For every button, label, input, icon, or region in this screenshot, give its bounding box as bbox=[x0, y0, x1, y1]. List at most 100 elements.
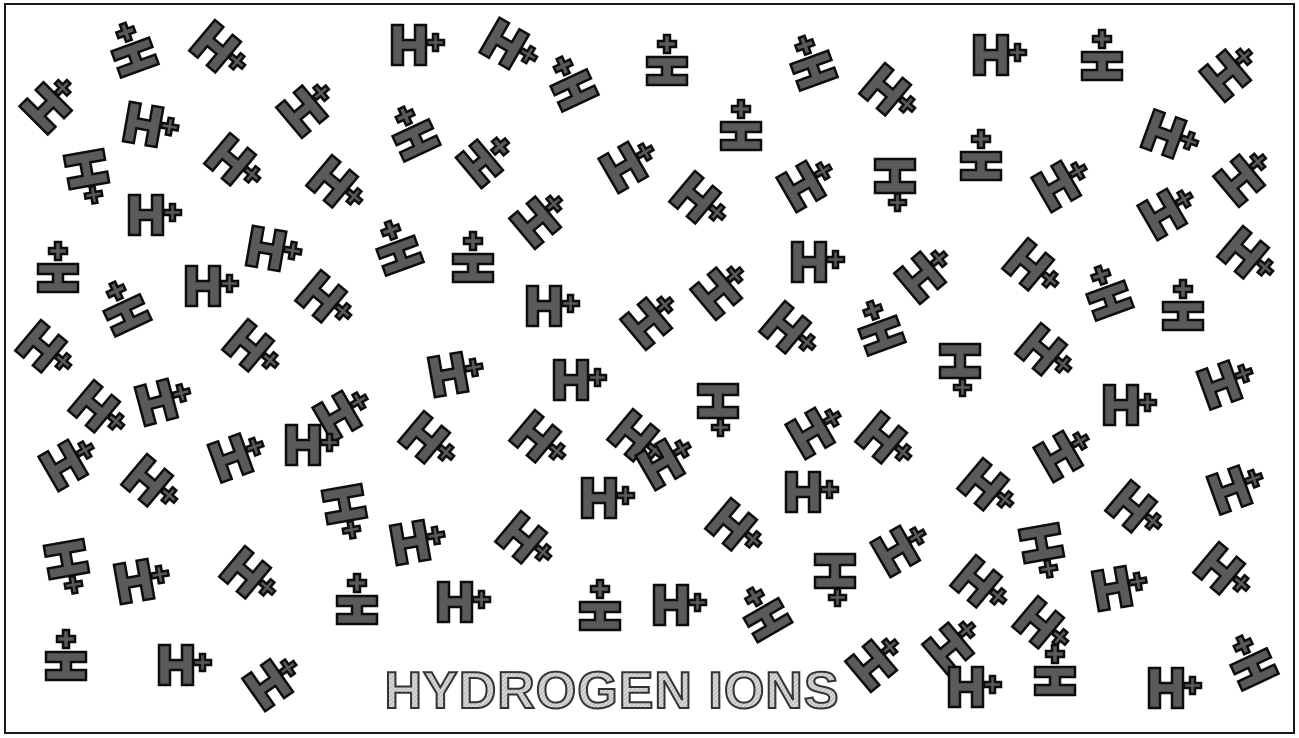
hydrogen-ion bbox=[525, 284, 581, 328]
hydrogen-ion bbox=[367, 213, 425, 277]
hydrogen-ion bbox=[731, 577, 794, 644]
hydrogen-ion bbox=[920, 609, 990, 677]
ion-label: H+ bbox=[1289, 729, 1291, 731]
hydrogen-ion bbox=[938, 342, 982, 398]
hydrogen-ion bbox=[1161, 278, 1205, 332]
hydrogen-ion bbox=[955, 456, 1025, 524]
hydrogen-ion bbox=[293, 268, 363, 336]
hydrogen-ion bbox=[1000, 236, 1070, 304]
hydrogen-ion bbox=[121, 100, 183, 152]
poster-frame bbox=[4, 3, 1295, 734]
hydrogen-ion bbox=[217, 544, 287, 612]
hydrogen-ion bbox=[1195, 353, 1261, 411]
hydrogen-ion bbox=[775, 150, 843, 214]
hydrogen-ion bbox=[187, 18, 257, 86]
hydrogen-ion bbox=[1139, 108, 1205, 166]
hydrogen-ion bbox=[1030, 150, 1098, 214]
hydrogen-ion bbox=[206, 426, 272, 484]
hydrogen-ion bbox=[133, 372, 197, 428]
hydrogen-ion bbox=[274, 72, 344, 140]
hydrogen-ion bbox=[843, 626, 913, 694]
hydrogen-ion bbox=[478, 16, 546, 80]
hydrogen-ion bbox=[972, 33, 1028, 77]
hydrogen-ion bbox=[849, 293, 907, 357]
hydrogen-ion bbox=[784, 397, 852, 461]
hydrogen-ion bbox=[873, 157, 917, 213]
hydrogen-ion bbox=[959, 128, 1003, 182]
hydrogen-ion bbox=[688, 254, 758, 322]
hydrogen-ion bbox=[892, 238, 962, 306]
hydrogen-ion bbox=[1205, 458, 1271, 516]
hydrogen-ion bbox=[335, 572, 379, 626]
hydrogen-ion bbox=[119, 452, 189, 520]
hydrogen-ion bbox=[667, 169, 737, 237]
hydrogen-ion bbox=[1013, 321, 1083, 389]
hydrogen-ion bbox=[507, 183, 577, 251]
hydrogen-ion bbox=[580, 476, 636, 520]
hydrogen-ion bbox=[436, 580, 492, 624]
hydrogen-ion bbox=[127, 193, 183, 237]
hydrogen-ion bbox=[13, 318, 83, 386]
hydrogen-ion bbox=[1080, 28, 1124, 82]
hydrogen-ion bbox=[240, 647, 310, 713]
hydrogen-ion bbox=[1147, 666, 1203, 710]
hydrogen-ion bbox=[597, 131, 665, 195]
hydrogen-ion bbox=[1103, 478, 1173, 546]
hydrogen-ion bbox=[454, 124, 522, 190]
hydrogen-ion bbox=[381, 98, 442, 163]
hydrogen-ion bbox=[311, 380, 379, 444]
hydrogen-ion bbox=[1032, 420, 1100, 484]
hydrogen-ion bbox=[1136, 178, 1204, 242]
hydrogen-ion bbox=[1191, 540, 1261, 608]
hydrogen-ion bbox=[947, 665, 1003, 709]
hydrogen-ion bbox=[42, 537, 94, 599]
hydrogen-ion bbox=[426, 347, 488, 399]
hydrogen-ion bbox=[757, 299, 827, 367]
hydrogen-ion bbox=[703, 496, 773, 564]
hydrogen-ion bbox=[552, 358, 608, 402]
hydrogen-ion bbox=[1215, 224, 1285, 292]
hydrogen-ion bbox=[1102, 383, 1158, 427]
hydrogen-ion bbox=[790, 240, 846, 284]
hydrogen-ion bbox=[857, 61, 927, 129]
hydrogen-ion bbox=[1077, 258, 1135, 322]
hydrogen-ion bbox=[102, 15, 160, 79]
hydrogen-ion bbox=[1197, 36, 1267, 104]
hydrogen-ion bbox=[1211, 141, 1281, 209]
hydrogen-ion bbox=[304, 153, 374, 221]
hydrogen-ion bbox=[37, 429, 105, 493]
ions-layer bbox=[13, 15, 1285, 713]
hydrogen-ion bbox=[493, 509, 563, 577]
hydrogen-ion bbox=[1033, 643, 1077, 697]
hydrogen-ion bbox=[1090, 561, 1152, 613]
hydrogen-ion bbox=[92, 273, 153, 338]
hydrogen-ion bbox=[112, 554, 174, 606]
hydrogen-ion bbox=[451, 230, 495, 284]
hydrogen-ion bbox=[202, 131, 272, 199]
hydrogen-ion bbox=[220, 317, 290, 385]
hydrogen-ion bbox=[853, 409, 923, 477]
hydrogen-ion bbox=[719, 98, 763, 152]
hydrogen-ion bbox=[652, 583, 708, 627]
hydrogen-ion bbox=[696, 382, 740, 438]
hydrogen-ion bbox=[62, 147, 114, 209]
hydrogen-ion bbox=[244, 224, 306, 276]
hydrogen-ion bbox=[18, 68, 86, 136]
hydrogen-ion bbox=[507, 408, 577, 476]
hydrogen-ion bbox=[157, 643, 213, 687]
hydrogen-ion bbox=[390, 23, 446, 67]
hydrogen-ion bbox=[184, 264, 240, 308]
hydrogen-ion bbox=[948, 553, 1018, 621]
hydrogen-ion bbox=[1219, 627, 1280, 692]
hydrogen-ion bbox=[1017, 521, 1069, 583]
hydrogen-ion bbox=[388, 515, 450, 567]
hydrogen-ion bbox=[396, 409, 466, 477]
hydrogen-ion bbox=[869, 515, 937, 579]
hydrogen-ion bbox=[578, 578, 622, 632]
hydrogen-ion bbox=[44, 628, 88, 682]
hydrogen-ion bbox=[784, 470, 840, 514]
hydrogen-ion bbox=[618, 284, 688, 352]
hydrogen-ion bbox=[66, 378, 136, 446]
hydrogen-ion bbox=[645, 33, 689, 87]
